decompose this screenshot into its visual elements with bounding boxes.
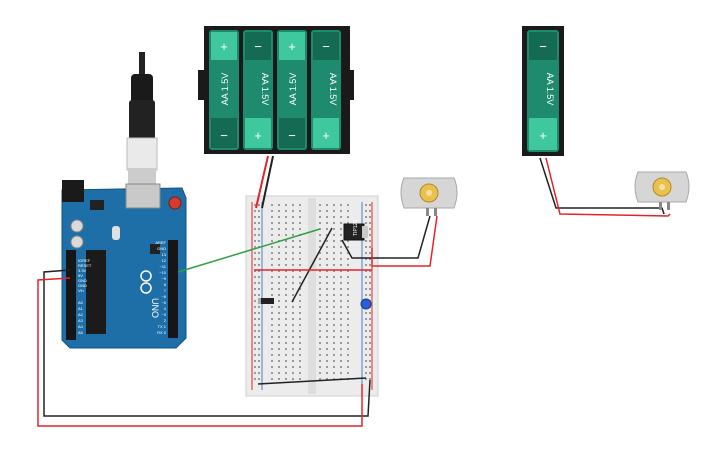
pin-label: AREF: [155, 240, 166, 245]
motor2-red-wire[interactable]: [545, 157, 671, 217]
pin-label: 2: [164, 318, 167, 323]
pin-label: 13: [162, 252, 167, 257]
battery-terminal-label: +: [539, 128, 547, 143]
power-analog-header[interactable]: [66, 250, 76, 340]
battery-terminal-label: +: [322, 128, 330, 143]
ground-wire-black[interactable]: [43, 269, 371, 417]
ceramic-capacitor[interactable]: [360, 298, 372, 310]
battery-terminal-label: −: [220, 128, 228, 143]
pin-label: RESET: [78, 263, 92, 268]
signal-wire-green[interactable]: [177, 228, 321, 273]
battery-cell: − + AA 1.5V: [527, 30, 559, 152]
transistor-label: TIP120: [353, 220, 359, 236]
pin-label: ~10: [159, 270, 167, 275]
pin-label: TX 1: [158, 324, 167, 329]
pin-label: 7: [164, 288, 167, 293]
motor1-black-wire[interactable]: [341, 215, 431, 259]
usb-cable[interactable]: [126, 52, 158, 188]
pin-label: A5: [78, 330, 84, 335]
pin-label: GND: [78, 283, 87, 288]
atmega-chip: [86, 250, 106, 334]
motor1-red-wire[interactable]: [371, 215, 438, 267]
battery-pack-4aa[interactable]: + − AA 1.5V − + AA 1.5V + − AA 1.5V − + AA 1.5V: [198, 26, 354, 154]
pin-label: 8: [164, 282, 167, 287]
battery-holder-1aa[interactable]: − + AA 1.5V: [522, 26, 564, 156]
regulator: [90, 200, 104, 210]
battery-cell: + − AA 1.5V: [209, 30, 239, 150]
battery-terminal-label: +: [254, 128, 262, 143]
pin-label: ~11: [160, 264, 167, 269]
pin-label: IOREF: [78, 258, 91, 263]
diode[interactable]: [258, 298, 274, 304]
reset-button[interactable]: [168, 196, 182, 210]
icsp-header: [150, 244, 160, 254]
battery-terminal-label: +: [288, 39, 296, 54]
motor2-black-wire[interactable]: [539, 157, 665, 215]
pin-label: RX 0: [157, 330, 167, 335]
battery-pack-black-lead[interactable]: [261, 155, 274, 209]
battery-cell: − + AA 1.5V: [243, 30, 273, 150]
battery-cell-label: AA 1.5V: [328, 73, 338, 106]
battery-terminal-label: −: [288, 128, 296, 143]
pin-label: A3: [78, 318, 84, 323]
transistor-tip120[interactable]: TIP120: [343, 220, 368, 241]
arduino-model-label: UNO: [150, 298, 160, 318]
battery-cell: − + AA 1.5V: [311, 30, 341, 150]
battery-cell-label: AA 1.5V: [220, 73, 230, 106]
arduino-logo: [140, 270, 152, 294]
wires[interactable]: [37, 155, 671, 427]
capacitor: [70, 219, 84, 233]
pin-label: A0: [78, 300, 84, 305]
pin-label: A2: [78, 312, 84, 317]
pin-label: ~5: [161, 300, 166, 305]
battery-terminal-label: +: [220, 39, 228, 54]
pin-label: ~9: [161, 276, 166, 281]
capacitor: [70, 235, 84, 249]
battery-cell-label: AA 1.5V: [545, 73, 555, 106]
battery-cell-label: AA 1.5V: [288, 73, 298, 106]
pin-label: 5V: [78, 273, 83, 278]
pin-label: A4: [78, 324, 84, 329]
breadboard-holes[interactable]: [254, 204, 371, 380]
battery-cell-label: AA 1.5V: [260, 73, 270, 106]
dc-motor-1[interactable]: [400, 177, 458, 216]
pin-label: GND: [157, 246, 166, 251]
power-wire-red[interactable]: [37, 277, 363, 427]
battery-terminal-label: −: [322, 39, 330, 54]
jumper-wire-black-bottom[interactable]: [257, 377, 367, 385]
battery-terminal-label: −: [254, 39, 262, 54]
crystal: [112, 226, 120, 240]
battery-cell: + − AA 1.5V: [277, 30, 307, 150]
battery-terminal-label: −: [539, 39, 547, 54]
dc-jack: [62, 180, 84, 202]
pin-label: 4: [164, 306, 167, 311]
dc-motor-2[interactable]: [634, 171, 690, 210]
pin-label: 3.3V: [78, 268, 87, 273]
pin-label: A1: [78, 306, 84, 311]
pin-label: GND: [78, 278, 87, 283]
pin-label: ~3: [161, 312, 166, 317]
pin-label: 12: [162, 258, 167, 263]
pin-label: ~6: [161, 294, 166, 299]
battery-pack-red-lead[interactable]: [255, 155, 269, 209]
jumper-wire-black[interactable]: [291, 227, 333, 303]
pin-label: Vin: [78, 288, 84, 293]
digital-header[interactable]: [168, 240, 178, 338]
usb-port: [125, 183, 161, 209]
